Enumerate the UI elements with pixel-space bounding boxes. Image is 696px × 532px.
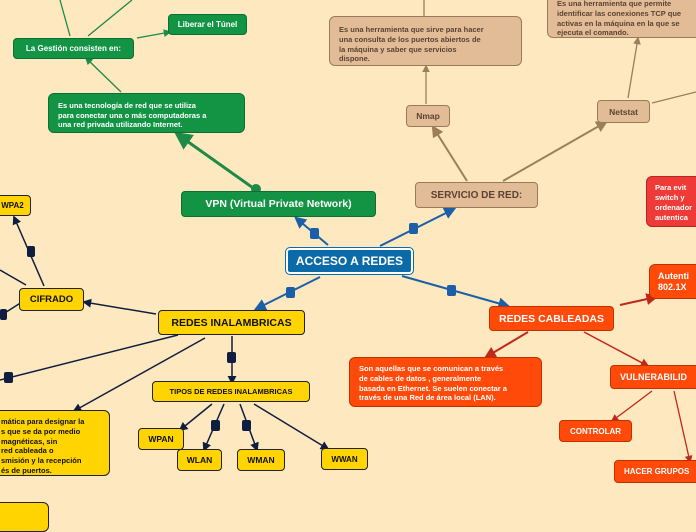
link-tipos-wwan [253,403,330,450]
link-desc-gestion [84,56,122,93]
link-gestion-liberar [136,29,172,39]
central-node[interactable]: ACCESO A REDES [286,248,413,274]
switch-autenticacion-node[interactable]: Para evit switch y ordenador autentica [646,176,696,227]
connector-handle[interactable] [242,420,251,431]
link-cab-vulner [583,331,650,367]
netstat-description-node[interactable]: Es una herramienta que permite identific… [547,0,696,38]
autenticacion-node[interactable]: Autenti 802.1X [649,264,696,299]
link-vulner-grupos [673,390,693,464]
redes-cableadas-node[interactable]: REDES CABLEADAS [489,306,614,331]
vpn-node[interactable]: VPN (Virtual Private Network) [181,191,376,217]
partial-yellow-node[interactable] [0,502,49,532]
liberar-tunel-node[interactable]: Liberar el Túnel [168,14,247,35]
connector-handle[interactable] [0,309,7,320]
wman-node[interactable]: WMAN [237,449,285,471]
connector-handle[interactable] [227,352,236,363]
link-cab-desc [483,331,529,359]
link-netstat-desc [627,36,641,99]
nmap-description-node[interactable]: Es una herramienta que sirve para hacer … [329,16,522,66]
connector-handle[interactable] [211,420,220,431]
link-vulner-controlar [610,390,653,422]
nmap-node[interactable]: Nmap [406,105,450,127]
wwan-node[interactable]: WWAN [321,448,368,470]
link-gestion-up2 [87,0,133,37]
connector-handle[interactable] [447,285,456,296]
connector-handle[interactable] [310,228,319,239]
cableadas-description-node[interactable]: Son aquellas que se comunican a través d… [349,357,542,407]
inalambricas-description-node[interactable]: mática para designar la s que se da por … [0,410,110,476]
cifrado-node[interactable]: CIFRADO [19,288,84,311]
wpa2-node[interactable]: WPA2 [0,195,31,216]
redes-inalambricas-node[interactable]: REDES INALAMBRICAS [158,310,305,335]
link-inal-desc [72,337,206,412]
vulnerabilidades-node[interactable]: VULNERABILID [610,365,696,389]
link-inal-left [0,334,179,381]
hacer-grupos-node[interactable]: HACER GRUPOS [614,460,696,483]
link-tipos-wpan [178,403,213,432]
vpn-description-node[interactable]: Es una tecnología de red que se utiliza … [48,93,245,133]
wlan-node[interactable]: WLAN [177,449,222,471]
connector-handle[interactable] [27,246,35,257]
link-inal-cifrado [82,298,157,315]
link-netstat-right [651,91,696,104]
connection-links [0,0,696,464]
controlar-node[interactable]: CONTROLAR [559,420,632,442]
gestion-node[interactable]: La Gestión consisten en: [13,38,134,59]
link-cab-autent [619,293,659,306]
netstat-node[interactable]: Netstat [597,100,650,123]
servicio-red-node[interactable]: SERVICIO DE RED: [415,182,538,208]
link-servicio-netstat [502,120,609,182]
link-servicio-nmap [431,124,468,182]
link-vpn-desc [174,131,257,192]
connector-handle[interactable] [286,287,295,298]
link-cifrado-left2 [0,269,27,286]
tipos-redes-node[interactable]: TIPOS DE REDES INALAMBRICAS [152,381,310,402]
wpan-node[interactable]: WPAN [138,428,184,450]
link-gestion-up1 [59,0,71,37]
connector-handle[interactable] [409,223,418,234]
connector-handle[interactable] [4,372,13,383]
